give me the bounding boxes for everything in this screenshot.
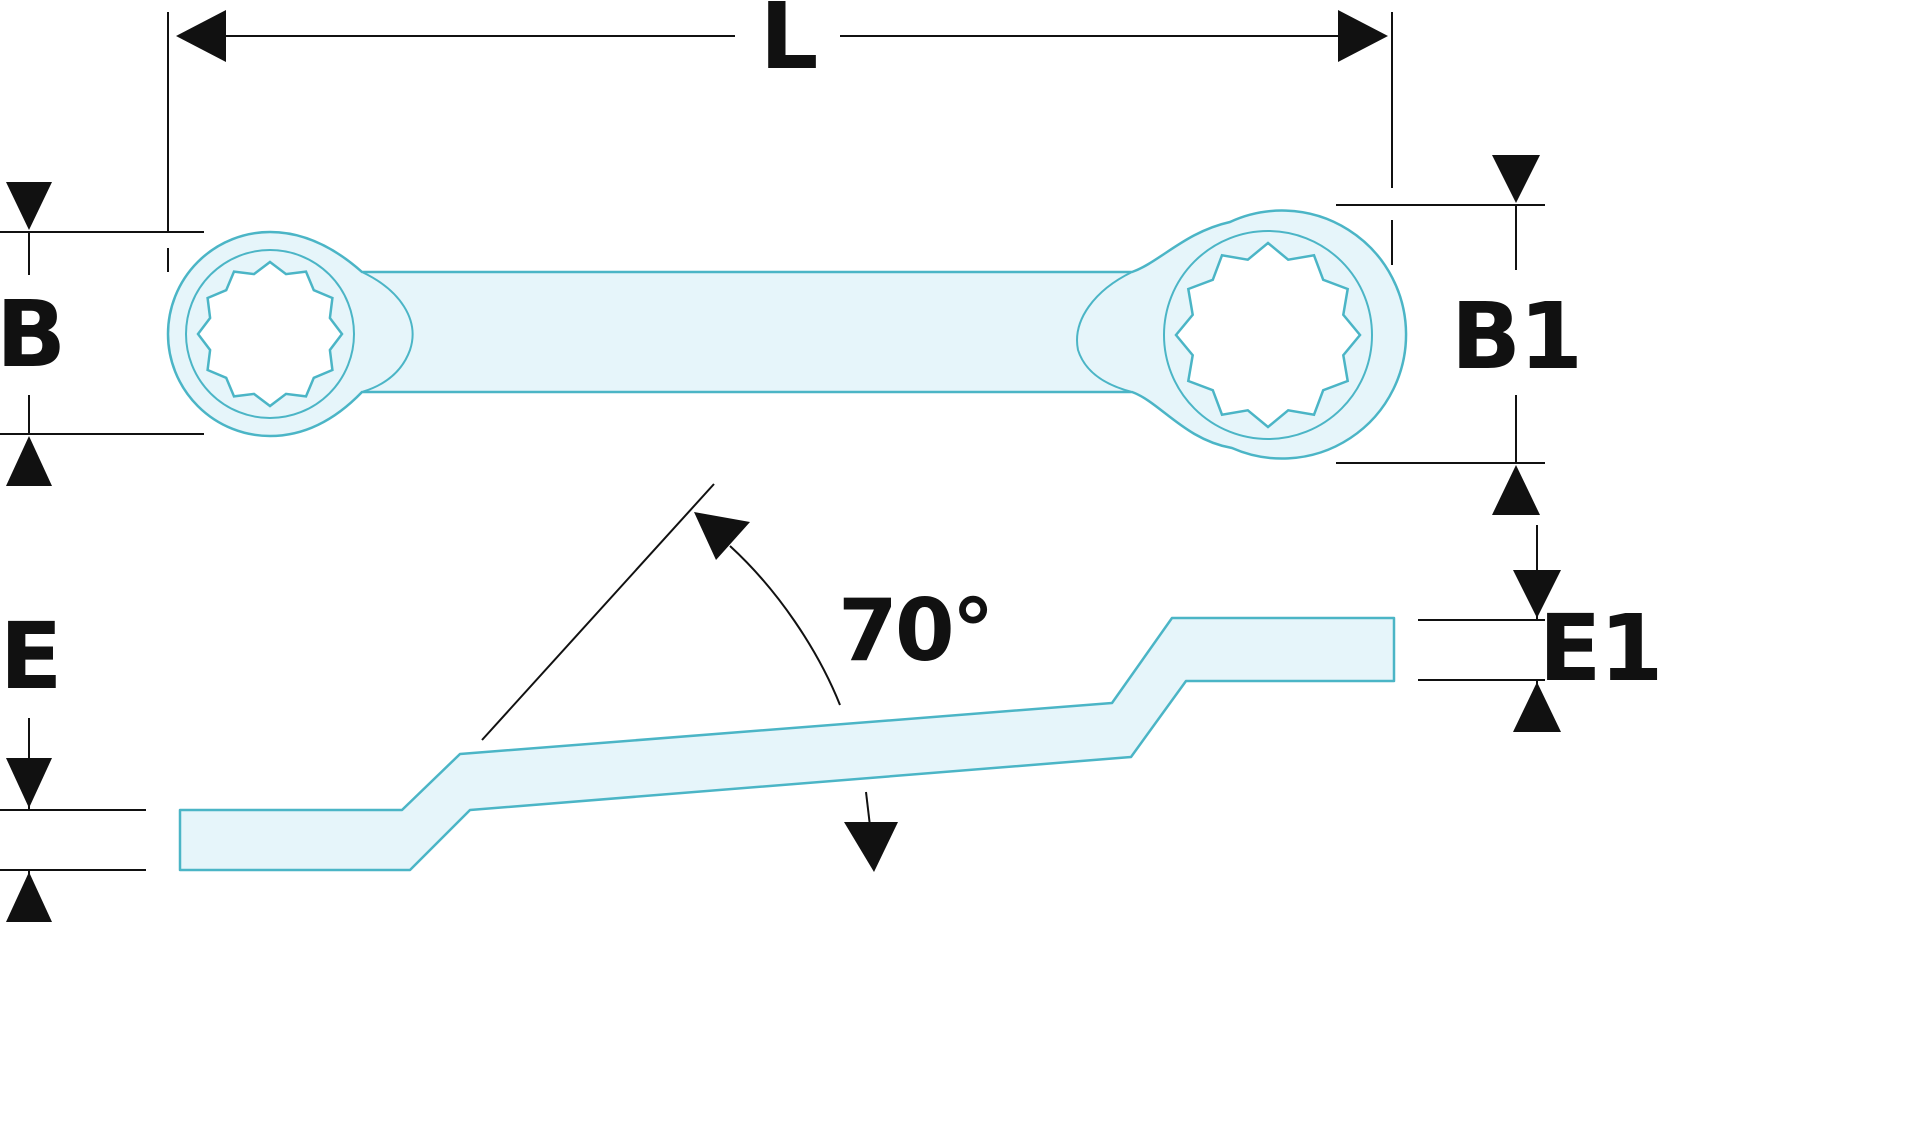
wrench-top-outline bbox=[166, 209, 1408, 460]
angle-arc bbox=[729, 545, 841, 706]
angle-reference-line bbox=[481, 483, 715, 741]
b-label: B bbox=[0, 281, 64, 388]
dimension-head-width-right: B1 bbox=[1336, 155, 1583, 515]
angle-arrow-down bbox=[844, 822, 898, 872]
wrench-top-view bbox=[166, 209, 1408, 460]
dimension-length: L bbox=[167, 0, 1393, 272]
l-arrow-left bbox=[176, 10, 226, 62]
b-arrow-bottom bbox=[6, 436, 52, 486]
b1-arrow-bottom bbox=[1492, 465, 1540, 515]
offset-angle-indicator: 70° bbox=[481, 483, 995, 872]
left-neck-curve bbox=[361, 271, 414, 393]
e1-arrow-bottom bbox=[1513, 682, 1561, 732]
e-arrow-top bbox=[6, 758, 52, 808]
angle-label: 70° bbox=[838, 581, 992, 681]
e1-label: E1 bbox=[1539, 595, 1662, 702]
left-12-point-hole bbox=[196, 260, 344, 408]
wrench-side-view bbox=[178, 616, 1396, 872]
b1-arrow-top bbox=[1492, 155, 1540, 203]
l-label: L bbox=[760, 0, 817, 90]
e1-arrow-top bbox=[1513, 570, 1561, 618]
angle-lower-tick bbox=[865, 791, 871, 827]
dimension-head-width-left: B bbox=[0, 182, 204, 486]
dimension-thickness-left: E bbox=[0, 603, 146, 922]
dimension-thickness-right: E1 bbox=[1418, 525, 1663, 732]
angle-arrow-head bbox=[694, 512, 750, 560]
e-label: E bbox=[0, 603, 60, 710]
right-12-point-hole bbox=[1174, 241, 1362, 429]
wrench-side-outline bbox=[178, 616, 1396, 872]
b1-label: B1 bbox=[1451, 283, 1581, 390]
l-arrow-right bbox=[1338, 10, 1388, 62]
right-neck-curve bbox=[1076, 271, 1133, 393]
e-arrow-bottom bbox=[6, 872, 52, 922]
b-arrow-top bbox=[6, 182, 52, 230]
